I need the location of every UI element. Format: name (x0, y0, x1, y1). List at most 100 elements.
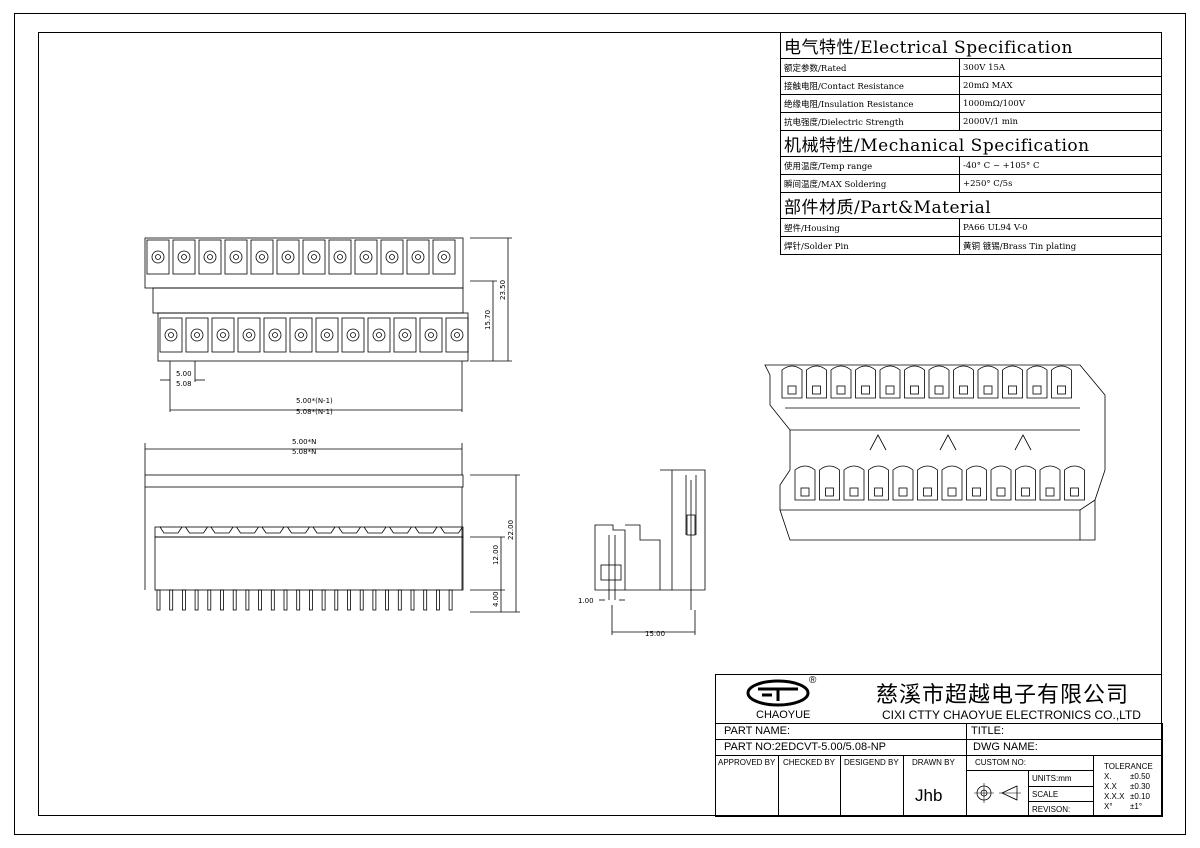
screw-icon (372, 328, 386, 342)
screw-icon (164, 328, 178, 342)
iso-terminal (794, 465, 816, 501)
tolerance-title: TOLERANCE (1104, 762, 1153, 771)
top-row-housing (144, 237, 464, 289)
iso-terminal (1064, 465, 1085, 501)
terminal-cell (445, 317, 469, 353)
screw-center-icon (246, 332, 252, 338)
iso-terminal (1039, 465, 1061, 501)
top-view (144, 237, 512, 412)
screw-icon (424, 328, 438, 342)
terminal-cell (198, 239, 222, 275)
screw-icon (307, 250, 321, 264)
front-notch (312, 526, 336, 534)
screw-center-icon (155, 254, 161, 260)
iso-screw-icon (861, 385, 870, 395)
dwg-name-label: DWG NAME: (973, 741, 1038, 753)
front-notch (236, 526, 259, 534)
screw-center-icon (324, 332, 330, 338)
iso-terminal (781, 365, 803, 399)
front-notch (210, 526, 234, 534)
iso-screw-icon (1045, 487, 1055, 497)
terminal-cell (354, 239, 378, 275)
part-no-cell: PART NO:2EDCVT-5.00/5.08-NP (715, 739, 967, 756)
front-top-ledge (144, 474, 464, 488)
dim-width-500: 5.00*N (292, 438, 316, 446)
dim-pitch-500: 5.00 (176, 370, 192, 378)
drawn-by-cell: DRAWN BY Jhb (903, 755, 967, 817)
projection-symbol-icon (974, 783, 1021, 803)
screw-icon (229, 250, 243, 264)
screw-icon (437, 250, 451, 264)
custom-no-cell: CUSTOM NO: (966, 755, 1094, 771)
iso-terminal (990, 465, 1012, 501)
chaoyue-logo (746, 679, 810, 707)
dim-12-00: 12.00 (492, 545, 500, 565)
terminal-cell (172, 239, 196, 275)
iso-screw-icon (1032, 385, 1042, 395)
spec-name: 焊针/Solder Pin (780, 236, 960, 255)
iso-screw-icon (874, 487, 883, 497)
iso-screw-icon (787, 385, 797, 395)
scale-cell: SCALE (1028, 786, 1094, 802)
registered-mark: ® (809, 675, 817, 686)
dim-4-00: 4.00 (492, 591, 500, 607)
top-mid-body (152, 287, 464, 314)
projection-symbol-cell (966, 770, 1029, 817)
iso-screw-icon (983, 385, 993, 395)
inner-frame (38, 32, 1162, 816)
iso-screw-icon (959, 385, 968, 395)
pin (359, 589, 364, 611)
screw-center-icon (168, 332, 174, 338)
pin (296, 589, 301, 611)
front-view (144, 443, 520, 613)
pin (397, 589, 402, 611)
terminal-cell (315, 317, 339, 353)
specification-table: 电气特性/Electrical Specification 额定参数/Rated… (780, 32, 1162, 255)
dwg-name-cell: DWG NAME: (966, 739, 1163, 756)
iso-screw-icon (910, 385, 919, 395)
dim-pitch-508: 5.08 (176, 380, 192, 388)
screw-center-icon (181, 254, 187, 260)
iso-terminal (868, 465, 889, 501)
screw-icon (333, 250, 347, 264)
dim-22-00: 22.00 (507, 520, 515, 540)
front-notch (363, 526, 387, 534)
revision-label: REVISON: (1032, 805, 1071, 814)
pin (258, 589, 263, 611)
iso-terminal (843, 465, 865, 501)
tolerance-key: X.X (1104, 782, 1117, 791)
revision-cell: REVISON: (1028, 801, 1094, 817)
front-notch (287, 526, 310, 534)
screw-icon (255, 250, 269, 264)
material-spec-title: 部件材质/Part&Material (780, 192, 1162, 219)
front-notch (440, 526, 463, 534)
pin (270, 589, 275, 611)
screw-center-icon (350, 332, 356, 338)
screw-icon (268, 328, 282, 342)
iso-terminal (879, 365, 901, 399)
logo-caption: CHAOYUE (756, 709, 811, 721)
terminal-cell (367, 317, 391, 353)
part-name-cell: PART NAME: (715, 723, 967, 740)
dim-23-50: 23.50 (499, 280, 507, 300)
spec-value: 黄铜 镀锡/Brass Tin plating (959, 236, 1162, 255)
iso-screw-icon (825, 487, 834, 497)
mechanical-spec-title: 机械特性/Mechanical Specification (780, 130, 1162, 157)
tolerance-value: ±0.30 (1130, 782, 1150, 791)
pin (220, 589, 224, 611)
screw-icon (346, 328, 360, 342)
tolerance-key: X. (1104, 772, 1112, 781)
screw-center-icon (272, 332, 278, 338)
iso-screw-icon (836, 385, 846, 395)
iso-terminal (1026, 365, 1048, 399)
iso-screw-icon (996, 487, 1006, 497)
tolerance-value: ±0.10 (1130, 792, 1150, 801)
front-notch (261, 526, 285, 534)
isometric-view (764, 364, 1106, 541)
screw-icon (242, 328, 256, 342)
tolerance-cell: TOLERANCE X. ±0.50 X.X ±0.30 X.X.X ±0.10… (1093, 755, 1163, 817)
screw-center-icon (363, 254, 369, 260)
pin (435, 589, 440, 611)
pin (181, 589, 186, 611)
